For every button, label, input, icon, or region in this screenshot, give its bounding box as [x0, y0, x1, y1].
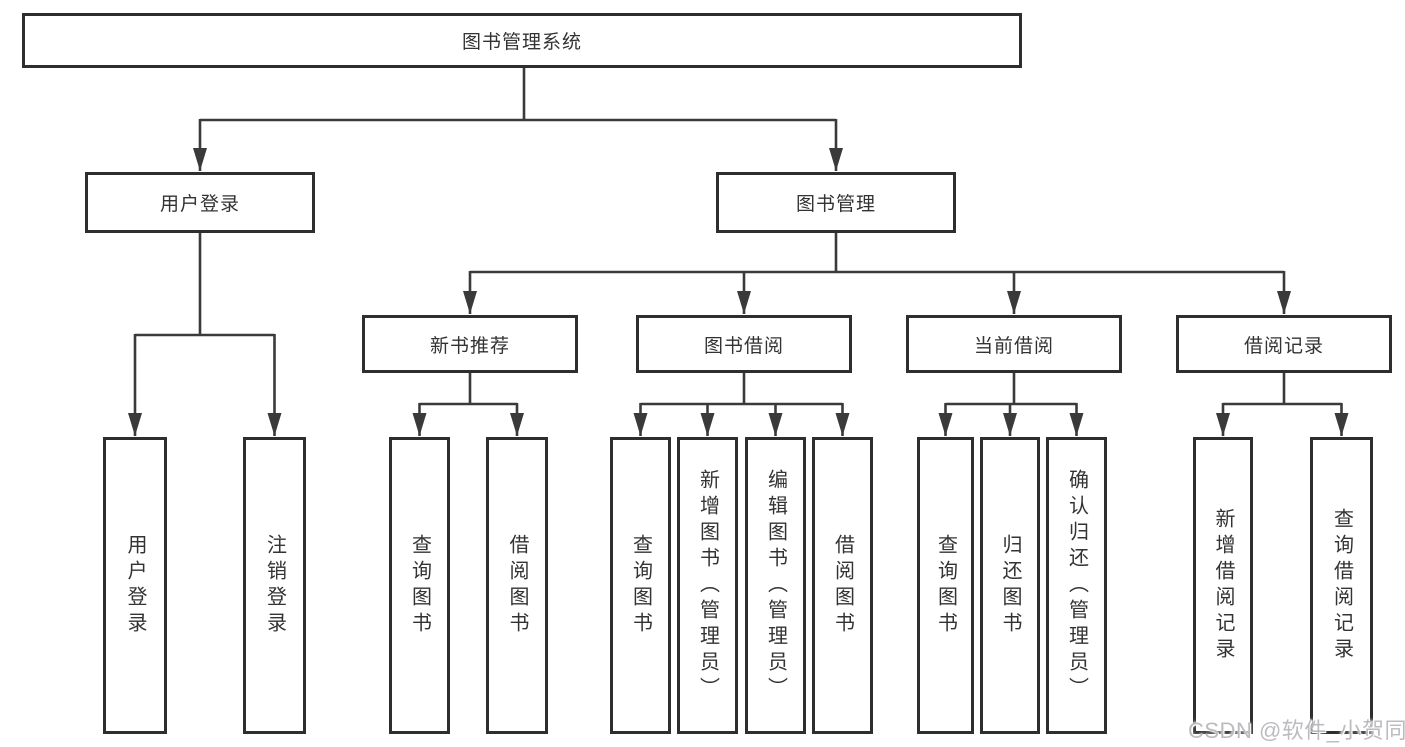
node-leaf-query-books-1: 查询图书: [389, 437, 450, 734]
node-leaf-confirm-return-admin-label: 确认归还（管理员）: [1065, 468, 1088, 703]
node-leaf-query-borrow-record: 查询借阅记录: [1310, 437, 1373, 734]
node-leaf-edit-book-admin: 编辑图书（管理员）: [745, 437, 806, 734]
node-leaf-add-book-admin-label: 新增图书（管理员）: [696, 468, 719, 703]
connector-current-borrowing: [938, 373, 1084, 436]
node-user-login: 用户登录: [85, 172, 315, 233]
node-current-borrowing: 当前借阅: [906, 315, 1122, 373]
connector-borrow-records: [1216, 373, 1349, 436]
node-leaf-query-books-1-label: 查询图书: [408, 533, 431, 638]
node-leaf-query-books-2: 查询图书: [610, 437, 671, 734]
node-leaf-user-login-label: 用户登录: [124, 533, 146, 638]
node-new-book-recommend-label: 新书推荐: [429, 335, 510, 357]
watermark: CSDN @软件_小贺同学: [1188, 718, 1405, 743]
connector-new-book-recommend: [412, 373, 524, 436]
connector-root: [193, 68, 843, 171]
node-leaf-query-borrow-record-label: 查询借阅记录: [1330, 507, 1353, 664]
node-leaf-query-books-3-label: 查询图书: [934, 533, 957, 638]
node-leaf-borrow-books-2: 借阅图书: [812, 437, 873, 734]
node-leaf-edit-book-admin-label: 编辑图书（管理员）: [764, 468, 787, 703]
connector-book-borrowing: [633, 373, 850, 436]
node-current-borrowing-label: 当前借阅: [973, 335, 1054, 357]
node-root: 图书管理系统: [22, 13, 1022, 68]
node-book-management-label: 图书管理: [795, 194, 876, 215]
node-leaf-add-book-admin: 新增图书（管理员）: [677, 437, 738, 734]
connector-book-management: [463, 233, 1291, 314]
node-root-label: 图书管理系统: [461, 32, 582, 53]
node-leaf-return-book: 归还图书: [980, 437, 1040, 734]
node-leaf-return-book-label: 归还图书: [999, 533, 1021, 638]
connector-user-login: [128, 233, 282, 436]
node-leaf-borrow-books-2-label: 借阅图书: [831, 533, 854, 638]
node-leaf-query-books-2-label: 查询图书: [629, 533, 652, 638]
node-book-borrowing: 图书借阅: [636, 315, 852, 373]
node-leaf-logout-label: 注销登录: [263, 533, 286, 638]
node-leaf-borrow-books-1-label: 借阅图书: [506, 533, 528, 638]
node-borrow-records: 借阅记录: [1176, 315, 1392, 373]
node-leaf-query-books-3: 查询图书: [917, 437, 974, 734]
node-book-borrowing-label: 图书借阅: [703, 335, 784, 357]
node-leaf-confirm-return-admin: 确认归还（管理员）: [1046, 437, 1107, 734]
node-borrow-records-label: 借阅记录: [1243, 335, 1324, 357]
node-leaf-logout: 注销登录: [243, 437, 306, 734]
node-new-book-recommend: 新书推荐: [362, 315, 578, 373]
node-leaf-add-borrow-record-label: 新增借阅记录: [1212, 507, 1234, 664]
node-user-login-label: 用户登录: [159, 194, 240, 215]
node-leaf-user-login: 用户登录: [103, 437, 167, 734]
node-leaf-borrow-books-1: 借阅图书: [486, 437, 548, 734]
node-book-management: 图书管理: [716, 172, 956, 233]
node-leaf-add-borrow-record: 新增借阅记录: [1193, 437, 1253, 734]
